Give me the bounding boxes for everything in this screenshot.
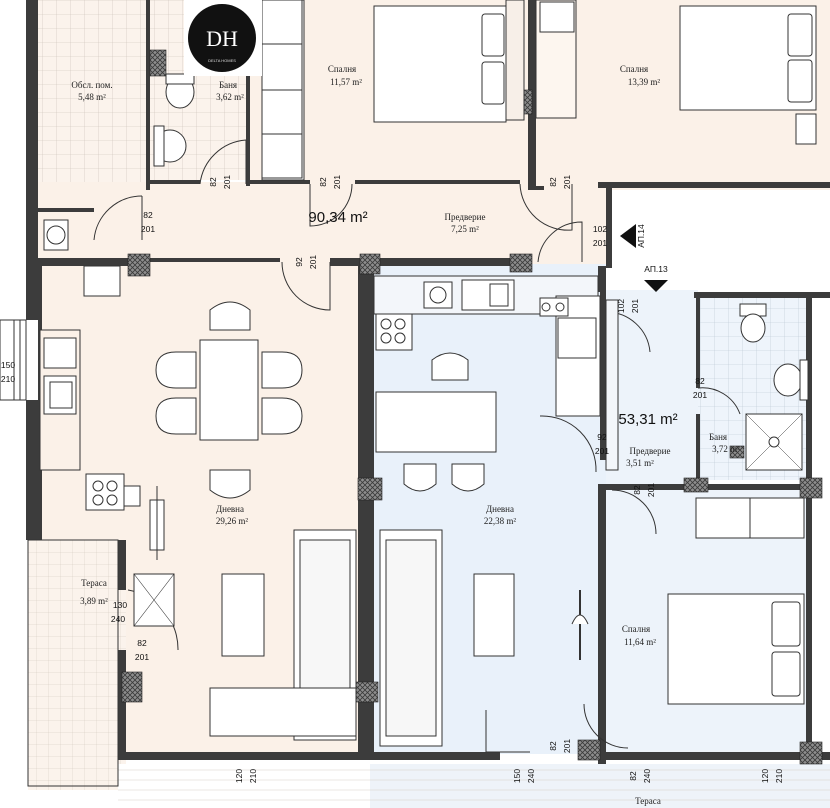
logo-caption: DELTA HOMES bbox=[208, 58, 236, 63]
terrace-1-name: Тераса bbox=[81, 578, 107, 588]
apartment-14-area: 90,34 m² bbox=[308, 209, 367, 226]
dim-82: 82 bbox=[137, 638, 147, 648]
dim-82: 82 bbox=[628, 771, 638, 781]
dim-201: 201 bbox=[308, 255, 318, 269]
dim-201: 201 bbox=[593, 238, 607, 248]
living-room-2-area: 22,38 m² bbox=[484, 516, 517, 526]
dim-82: 82 bbox=[143, 210, 153, 220]
living-room-2-furniture bbox=[373, 275, 601, 747]
dim-102: 102 bbox=[593, 224, 607, 234]
utility-room-area: 5,48 m² bbox=[78, 92, 106, 102]
bathroom-2-fixtures bbox=[605, 299, 809, 471]
living-room-2-name: Дневна bbox=[486, 504, 514, 514]
hallway-1-area: 7,25 m² bbox=[451, 224, 479, 234]
bathroom-1-name: Баня bbox=[219, 80, 237, 90]
dim-82: 82 bbox=[695, 376, 705, 386]
dim-210: 210 bbox=[1, 374, 15, 384]
dim-240: 240 bbox=[111, 614, 125, 624]
dim-201: 201 bbox=[141, 224, 155, 234]
dim-201: 201 bbox=[630, 299, 640, 313]
bedroom-3-name: Спалня bbox=[622, 624, 650, 634]
dim-201: 201 bbox=[222, 175, 232, 189]
dim-210: 210 bbox=[774, 769, 784, 783]
utility-room-floor bbox=[38, 0, 146, 212]
company-logo: DH DELTA HOMES bbox=[184, 0, 262, 76]
dim-92: 92 bbox=[597, 432, 607, 442]
dim-201: 201 bbox=[135, 652, 149, 662]
dim-130: 130 bbox=[113, 600, 127, 610]
dim-150: 150 bbox=[512, 769, 522, 783]
dim-82: 82 bbox=[632, 485, 642, 495]
living-room-1-area: 29,26 m² bbox=[216, 516, 249, 526]
bathroom-2-area: 3,72 m² bbox=[712, 444, 740, 454]
dim-82: 82 bbox=[208, 177, 218, 187]
hallway-2-area: 3,51 m² bbox=[626, 458, 654, 468]
utility-room-name: Обсл. пом. bbox=[71, 80, 112, 90]
dim-201: 201 bbox=[332, 175, 342, 189]
apartment-13-tag: АП.13 bbox=[644, 264, 668, 274]
bathroom-1-fixtures bbox=[153, 73, 247, 185]
terrace-2-floor-blue bbox=[370, 764, 830, 808]
bedroom-3-furniture bbox=[667, 497, 805, 705]
dim-201: 201 bbox=[646, 483, 656, 497]
apartment-14-marker bbox=[620, 224, 636, 248]
dim-201: 201 bbox=[595, 446, 609, 456]
terrace-1-area: 3,89 m² bbox=[80, 596, 108, 606]
dim-92: 92 bbox=[294, 257, 304, 267]
apartment-13-area: 53,31 m² bbox=[618, 411, 677, 428]
apartment-14-tag: АП.14 bbox=[636, 224, 646, 248]
terrace-2-name: Тераса bbox=[635, 796, 661, 806]
bedroom-1-area: 11,57 m² bbox=[330, 77, 362, 87]
living-room-1-furniture bbox=[39, 265, 357, 741]
logo-monogram: DH bbox=[206, 26, 238, 51]
dim-150: 150 bbox=[1, 360, 15, 370]
apartment-13-marker bbox=[644, 280, 668, 292]
dim-82: 82 bbox=[318, 177, 328, 187]
hallway-1-floor bbox=[38, 182, 608, 264]
bedroom-2-name: Спалня bbox=[620, 64, 648, 74]
dim-120: 120 bbox=[234, 769, 244, 783]
bedroom-3-area: 11,64 m² bbox=[624, 637, 656, 647]
bedroom-2-furniture bbox=[679, 5, 817, 145]
hallway-2-floor bbox=[606, 290, 698, 490]
bathroom-2-name: Баня bbox=[709, 432, 727, 442]
bathroom-1-area: 3,62 m² bbox=[216, 92, 244, 102]
hallway-2-name: Предверие bbox=[630, 446, 671, 456]
dim-201: 201 bbox=[693, 390, 707, 400]
dim-82: 82 bbox=[548, 741, 558, 751]
terrace-1-lines bbox=[27, 539, 175, 787]
dim-240: 240 bbox=[526, 769, 536, 783]
left-window bbox=[0, 319, 27, 401]
dim-82: 82 bbox=[548, 177, 558, 187]
dim-201: 201 bbox=[562, 739, 572, 753]
dim-102: 102 bbox=[616, 299, 626, 313]
dim-201: 201 bbox=[562, 175, 572, 189]
terrace-1-floor bbox=[28, 540, 126, 790]
utility-fixtures bbox=[43, 195, 143, 251]
dim-210: 210 bbox=[248, 769, 258, 783]
living-room-1-name: Дневна bbox=[216, 504, 244, 514]
dim-240: 240 bbox=[642, 769, 652, 783]
hallway-1-name: Предверие bbox=[445, 212, 486, 222]
dim-120: 120 bbox=[760, 769, 770, 783]
bedroom-1-furniture bbox=[261, 0, 577, 181]
bedroom-2-area: 13,39 m² bbox=[628, 77, 661, 87]
bedroom-1-name: Спалня bbox=[328, 64, 356, 74]
